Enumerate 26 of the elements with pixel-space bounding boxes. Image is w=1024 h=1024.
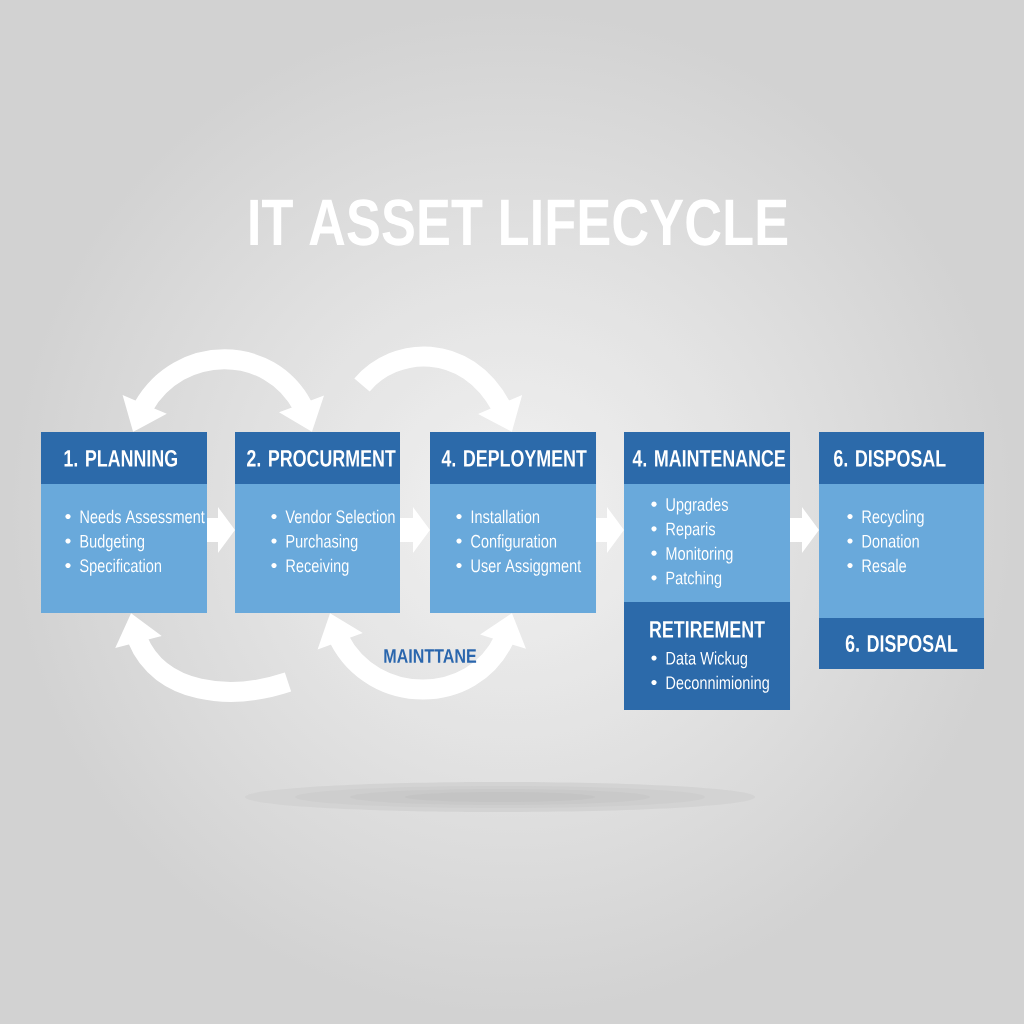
list-item: Configuration bbox=[471, 534, 557, 552]
footer-band: 6. DISPOSAL bbox=[819, 618, 984, 669]
stage-heading: 1. PLANNING bbox=[41, 432, 207, 484]
list-item: Upgrades bbox=[666, 497, 728, 515]
list-item: Deconnimioning bbox=[666, 675, 769, 693]
edge-label: MAINTTANE bbox=[384, 649, 477, 663]
list-item: Monitoring bbox=[666, 546, 733, 564]
list-item: Receiving bbox=[286, 558, 349, 576]
list-item: Data Wickug bbox=[666, 651, 747, 669]
stage-heading: 4. DEPLOYMENT bbox=[430, 432, 596, 484]
stage-heading: 6. DISPOSAL bbox=[819, 432, 984, 484]
list-item: Patching bbox=[666, 571, 722, 588]
list-item: Needs Assessment bbox=[80, 509, 205, 524]
list-item: Recycling bbox=[862, 509, 924, 527]
stage-heading: 4. MAINTENANCE bbox=[624, 432, 790, 484]
list-item: Installation bbox=[471, 509, 540, 524]
list-item: Reparis bbox=[666, 522, 716, 539]
list-item: Purchasing bbox=[286, 534, 358, 552]
list-item: Budgeting bbox=[80, 534, 144, 552]
list-item: Vendor Selection bbox=[285, 509, 395, 524]
list-item: Donation bbox=[862, 534, 919, 548]
list-item: Specification bbox=[80, 558, 161, 576]
list-item: User Assiggment bbox=[471, 558, 582, 576]
stage-heading: 2. PROCURMENT bbox=[235, 432, 400, 484]
list-item: Resale bbox=[862, 558, 907, 573]
section-heading: RETIREMENT bbox=[650, 621, 765, 638]
